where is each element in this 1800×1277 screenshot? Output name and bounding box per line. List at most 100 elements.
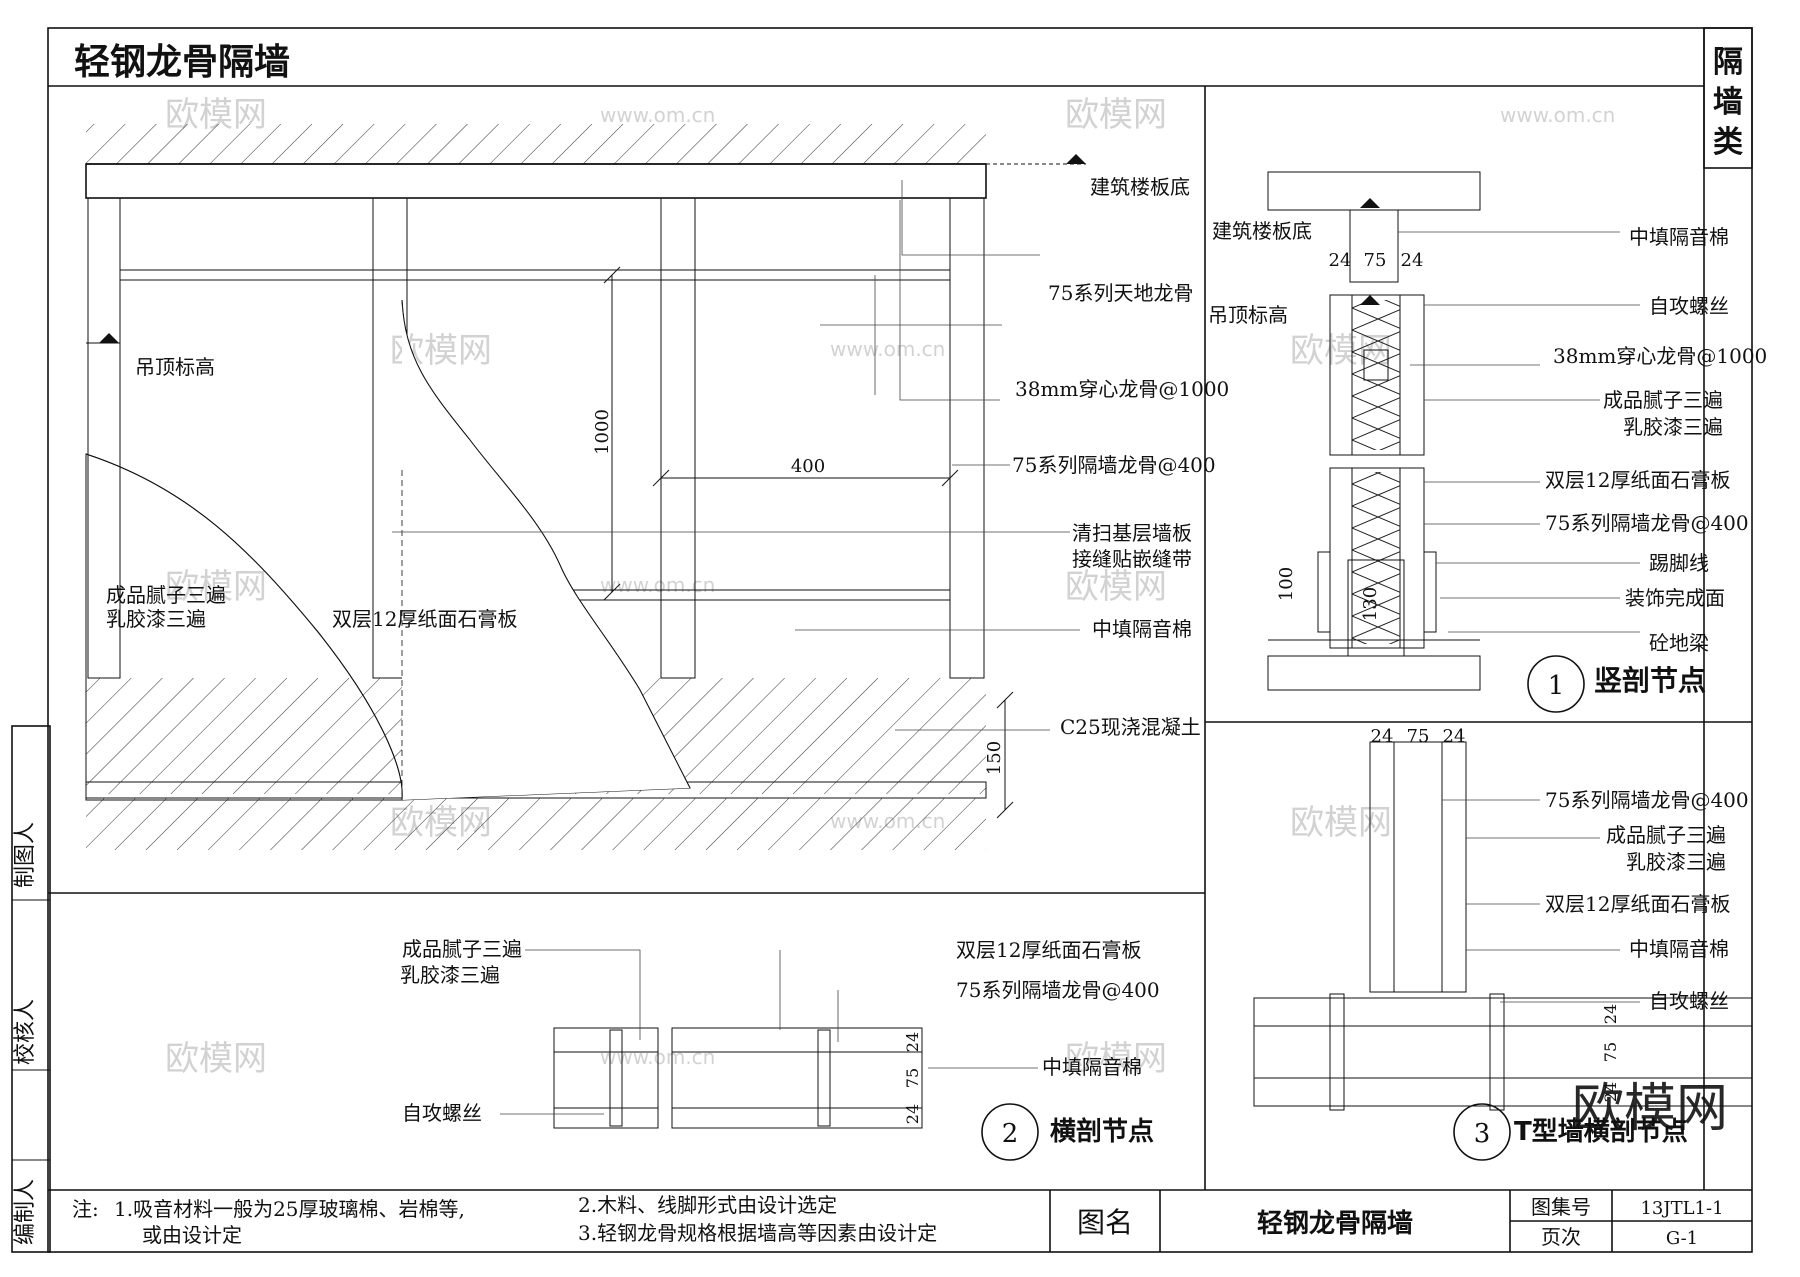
label-finish-2: 乳胶漆三遍 (1623, 415, 1723, 439)
label-stud: 75系列隔墙龙骨@400 (956, 978, 1160, 1002)
watermark-logo: 欧模网 (1065, 567, 1167, 607)
title-block: 图名 轻钢龙骨隔墙 图集号 13JTL1-1 页次 G-1 (1049, 1190, 1752, 1252)
top-track (85, 163, 987, 199)
label-finish-2: 乳胶漆三遍 (1626, 850, 1726, 874)
label-board: 双层12厚纸面石膏板 (956, 938, 1141, 962)
label-finish-1: 成品腻子三遍 (1603, 388, 1723, 412)
watermark-url: www.om.cn (1500, 103, 1615, 127)
notes-prefix: 注: (72, 1197, 99, 1221)
note-1a: 1.吸音材料一般为25厚玻璃棉、岩棉等, (114, 1197, 465, 1221)
t-section-labels: 75系列隔墙龙骨@400 成品腻子三遍 乳胶漆三遍 双层12厚纸面石膏板 中填隔… (1371, 726, 1749, 1149)
dim-c: 24 (1443, 726, 1466, 747)
dim-b: 75 (1601, 1042, 1620, 1062)
dim-a: 24 (1601, 1004, 1620, 1024)
vertical-section-labels: 建筑楼板底 吊顶标高 中填隔音棉 自攻螺丝 38mm穿心龙骨@1000 成品腻子… (1208, 219, 1767, 701)
label-screw: 自攻螺丝 (1649, 989, 1729, 1013)
label-insulation: 中填隔音棉 (1629, 225, 1729, 249)
drawing-name: 轻钢龙骨隔墙 (1257, 1209, 1413, 1239)
detail-title: 横剖节点 (1050, 1116, 1154, 1147)
dim-b: 75 (903, 1068, 922, 1088)
label-finish-2: 乳胶漆三遍 (106, 607, 206, 631)
editor-label: 编制人 (13, 1179, 38, 1245)
category-char: 隔 (1713, 45, 1743, 80)
label-insulation: 中填隔音棉 (1629, 937, 1729, 961)
watermark-url: www.om.cn (830, 337, 945, 361)
detail-title: T型墙横剖节点 (1514, 1116, 1688, 1147)
page-number: G-1 (1666, 1228, 1698, 1249)
dim-b: 75 (1364, 250, 1387, 271)
label-skirting: 踢脚线 (1649, 551, 1709, 575)
notes: 注: 1.吸音材料一般为25厚玻璃棉、岩棉等, 或由设计定 2.木料、线脚形式由… (72, 1193, 937, 1247)
name-label: 图名 (1077, 1206, 1133, 1239)
detail-number: 3 (1474, 1119, 1491, 1149)
label-ceiling-level: 吊顶标高 (1208, 303, 1288, 327)
dim-height-text: 1000 (592, 409, 613, 455)
dim-c: 24 (1601, 1082, 1620, 1102)
dim-c: 24 (903, 1104, 922, 1124)
vertical-section (1267, 171, 1640, 713)
label-finish-1: 成品腻子三遍 (402, 937, 522, 961)
floor-hatch (86, 798, 986, 850)
label-top-track: 75系列天地龙骨 (1048, 281, 1193, 305)
label-cross-stud: 38mm穿心龙骨@1000 (1553, 344, 1767, 368)
label-beam: 砼地梁 (1649, 631, 1709, 655)
label-insulation: 中填隔音棉 (1042, 1055, 1142, 1079)
outer-frame (47, 27, 1753, 1253)
elevation-view (85, 124, 1086, 850)
label-board: 双层12厚纸面石膏板 (332, 607, 517, 631)
label-stud: 75系列隔墙龙骨@400 (1012, 453, 1216, 477)
dim-b: 75 (1407, 726, 1430, 747)
slab-hatch (86, 124, 986, 164)
category-char: 类 (1713, 125, 1743, 160)
atlas-label: 图集号 (1531, 1195, 1591, 1219)
level-marker (1066, 154, 1086, 164)
detail-marker (1527, 655, 1585, 713)
watermark-url: www.om.cn (600, 103, 715, 127)
stud (949, 197, 985, 679)
dim-spacing-text: 400 (791, 456, 825, 477)
dim-skirt: 100 (1276, 567, 1297, 601)
label-joint-1: 清扫基层墙板 (1072, 521, 1192, 545)
watermark-logo: 欧模网 (1572, 1079, 1728, 1139)
label-screw: 自攻螺丝 (1649, 294, 1729, 318)
label-cross-stud: 38mm穿心龙骨@1000 (1015, 377, 1229, 401)
label-insulation: 中填隔音棉 (1092, 617, 1192, 641)
horizontal-section (500, 949, 1039, 1161)
sheet-title: 轻钢龙骨隔墙 (74, 42, 290, 83)
signature-strip (11, 725, 51, 1253)
label-screw: 自攻螺丝 (402, 1101, 482, 1125)
detail-number: 2 (1002, 1119, 1019, 1149)
label-board: 双层12厚纸面石膏板 (1545, 468, 1730, 492)
label-stud: 75系列隔墙龙骨@400 (1545, 511, 1749, 535)
label-finish-2: 乳胶漆三遍 (400, 963, 500, 987)
watermark-logo: 欧模网 (165, 1039, 267, 1079)
label-stud: 75系列隔墙龙骨@400 (1545, 788, 1749, 812)
horizontal-section-labels: 成品腻子三遍 乳胶漆三遍 双层12厚纸面石膏板 75系列隔墙龙骨@400 中填隔… (400, 937, 1160, 1149)
label-floor-slab: 建筑楼板底 (1090, 175, 1190, 199)
label-ceiling-level: 吊顶标高 (135, 355, 215, 379)
watermark-logo: 欧模网 (1290, 803, 1392, 843)
category-char: 墙 (1713, 85, 1743, 120)
watermark-logo: 欧模网 (1065, 1039, 1167, 1079)
watermark-logo: 欧模网 (1065, 95, 1167, 135)
detail-marker (981, 1103, 1039, 1161)
label-joint-2: 接缝贴嵌缝带 (1072, 547, 1192, 571)
detail-number: 1 (1548, 671, 1565, 701)
level-marker (99, 333, 119, 343)
detail-title: 竖剖节点 (1594, 664, 1706, 697)
drafter-label: 制图人 (13, 822, 38, 888)
note-3: 3.轻钢龙骨规格根据墙高等因素由设计定 (578, 1221, 937, 1245)
dim-curb-text: 150 (984, 741, 1005, 775)
dim-a: 24 (1371, 726, 1394, 747)
detail-marker (1453, 1103, 1511, 1161)
note-2: 2.木料、线脚形式由设计选定 (578, 1193, 837, 1217)
label-finish-1: 成品腻子三遍 (106, 583, 226, 607)
label-concrete: C25现浇混凝土 (1060, 715, 1201, 739)
label-finish-floor: 装饰完成面 (1625, 586, 1725, 610)
label-finish-1: 成品腻子三遍 (1606, 823, 1726, 847)
note-1b: 或由设计定 (142, 1223, 242, 1247)
atlas-number: 13JTL1-1 (1640, 1198, 1723, 1219)
dim-a: 24 (903, 1032, 922, 1052)
